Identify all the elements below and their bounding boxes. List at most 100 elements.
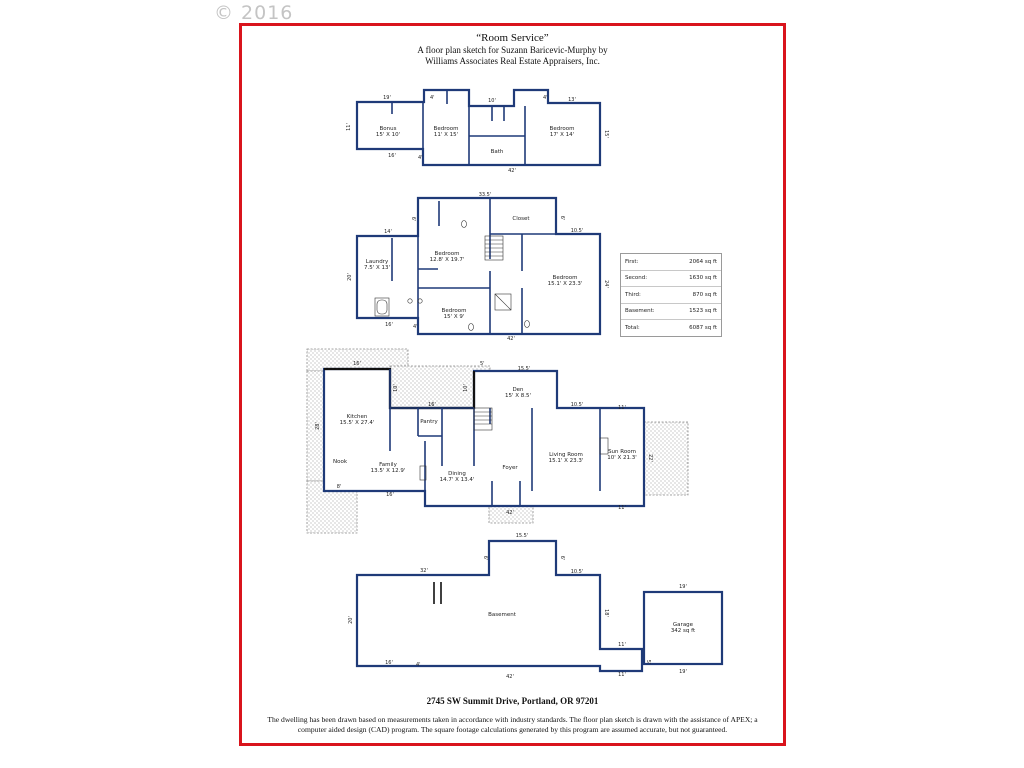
dim-label: 5' (645, 660, 651, 665)
room-pantry: Pantry (420, 419, 438, 425)
dim-label: 20' (348, 616, 354, 624)
first-floor-dimensions: 16' 5' 15.5' 10' 10' 16' 10.5' 11' 28' 2… (315, 361, 653, 516)
room-bedroom-3a-dim: 11' X 15' (434, 132, 458, 138)
dim-label: 20' (347, 273, 353, 281)
dim-label: 11' (618, 642, 626, 648)
second-floor-fixtures (374, 220, 530, 331)
dim-label: 10' (488, 98, 496, 104)
dim-label: 4' (430, 95, 435, 101)
dim-label: 42' (506, 674, 514, 680)
room-den-dim: 15' X 8.5' (505, 393, 531, 399)
sqft-value: 1523 sq ft (689, 308, 717, 315)
garage-walls (642, 590, 724, 666)
sqft-row-first: First: 2064 sq ft (621, 254, 721, 271)
dim-label: 16' (385, 660, 393, 666)
room-bedroom-3b-dim: 17' X 14' (550, 132, 574, 138)
basement-plan: Basement Garage 342 sq ft 15.5' 32' 6' 6… (348, 533, 724, 680)
dim-label: 5' (480, 361, 485, 367)
room-bedroom-2c: Bedroom (442, 308, 467, 314)
dim-label: 19' (679, 669, 687, 675)
property-address: 2745 SW Summit Drive, Portland, OR 97201 (426, 696, 599, 706)
first-floor-rooms: Kitchen 15.5' X 27.4' Pantry Den 15' X 8… (333, 387, 637, 483)
dim-label: 16' (428, 402, 436, 408)
dim-label: 15.5' (516, 533, 529, 539)
copyright-watermark: © 2016 (214, 2, 294, 24)
basement-walls (355, 539, 644, 673)
room-bedroom-3b: Bedroom (550, 126, 575, 132)
square-footage-table: First: 2064 sq ft Second: 1630 sq ft Thi… (620, 253, 722, 337)
second-floor-plan: Closet Laundry 7.5' X 13' Bedroom 12.8' … (347, 192, 609, 342)
dim-label: 14' (384, 229, 392, 235)
third-floor-dimensions: 19' 4' 10' 4' 13' 11' 15' 16' 4' 42' (346, 95, 609, 174)
room-sun: Sun Room (608, 449, 636, 455)
room-closet: Closet (512, 216, 530, 222)
dim-label: 42' (508, 168, 516, 174)
sqft-label: Total: (625, 324, 640, 331)
room-living-dim: 15.1' X 23.3' (549, 458, 584, 464)
sqft-row-total: Total: 6087 sq ft (621, 320, 721, 336)
floor-plan-sheet: “Room Service” A floor plan sketch for S… (239, 23, 786, 746)
room-dining: Dining (448, 471, 466, 477)
dim-label: 10' (393, 384, 399, 392)
sheet-header: “Room Service” A floor plan sketch for S… (242, 32, 783, 67)
sqft-value: 1630 sq ft (689, 275, 717, 282)
dim-label: 6' (482, 556, 488, 561)
sqft-row-third: Third: 870 sq ft (621, 287, 721, 304)
room-family: Family (379, 462, 397, 468)
dim-label: 11' (618, 405, 626, 411)
dim-label: 6' (410, 217, 416, 222)
room-kitchen: Kitchen (347, 414, 368, 420)
dim-label: 8' (337, 484, 342, 490)
dim-label: 16' (385, 322, 393, 328)
disclaimer-text: The dwelling has been drawn based on mea… (267, 715, 758, 734)
dim-label: 19' (679, 584, 687, 590)
third-floor-walls (355, 88, 602, 167)
room-bedroom-2c-dim: 15' X 9' (444, 314, 465, 320)
dim-label: 11' (618, 505, 626, 511)
room-kitchen-dim: 15.5' X 27.4' (340, 420, 375, 426)
sheet-subtitle-1: A floor plan sketch for Suzann Baricevic… (417, 45, 608, 55)
second-floor-rooms: Closet Laundry 7.5' X 13' Bedroom 12.8' … (364, 216, 582, 320)
room-bedroom-2a: Bedroom (435, 251, 460, 257)
room-basement: Basement (488, 612, 517, 618)
dim-label: 42' (506, 510, 514, 516)
dim-label: 15' (603, 130, 609, 138)
dim-label: 10.5' (571, 402, 584, 408)
dim-label: 4' (543, 95, 548, 101)
second-floor-dimensions: 33.5' 6' 6' 14' 10.5' 20' 24' 16' 4' 42' (347, 192, 609, 342)
room-bedroom-3a: Bedroom (434, 126, 459, 132)
dim-label: 13' (568, 97, 576, 103)
dim-label: 11' (618, 672, 626, 678)
dim-label: 15.5' (518, 366, 531, 372)
room-dining-dim: 14.7' X 13.4' (440, 477, 475, 483)
dim-label: 4' (416, 662, 421, 668)
dim-label: 16' (388, 153, 396, 159)
sqft-label: Basement: (625, 308, 655, 315)
room-laundry-dim: 7.5' X 13' (364, 265, 390, 271)
dim-label: 4' (413, 324, 418, 330)
room-garage: Garage (673, 622, 694, 628)
room-bedroom-2a-dim: 12.8' X 19.7' (430, 257, 465, 263)
dim-label: 32' (420, 568, 428, 574)
first-floor-plan: Kitchen 15.5' X 27.4' Pantry Den 15' X 8… (306, 348, 689, 534)
basement-rooms: Basement Garage 342 sq ft (488, 612, 696, 634)
dim-label: 28' (315, 422, 321, 430)
room-foyer: Foyer (502, 465, 518, 471)
dim-label: 16' (353, 361, 361, 367)
dim-label: 10.5' (571, 228, 584, 234)
room-bonus: Bonus (380, 126, 397, 132)
room-family-dim: 13.5' X 12.9' (371, 468, 406, 474)
dim-label: 6' (559, 556, 565, 561)
sqft-value: 6087 sq ft (689, 324, 717, 331)
sqft-row-second: Second: 1630 sq ft (621, 271, 721, 287)
dim-label: 10.5' (571, 569, 584, 575)
first-floor-walls (322, 367, 646, 508)
basement-dimensions: 15.5' 32' 6' 6' 10.5' 19' 20' 18' 11' 16… (348, 533, 687, 680)
sheet-subtitle-2: Williams Associates Real Estate Appraise… (425, 56, 600, 66)
dim-label: 10' (463, 384, 469, 392)
dim-label: 19' (383, 95, 391, 101)
sqft-label: Third: (625, 291, 641, 298)
dim-label: 42' (507, 336, 515, 342)
dim-label: 6' (559, 216, 565, 221)
sqft-label: Second: (625, 275, 648, 282)
